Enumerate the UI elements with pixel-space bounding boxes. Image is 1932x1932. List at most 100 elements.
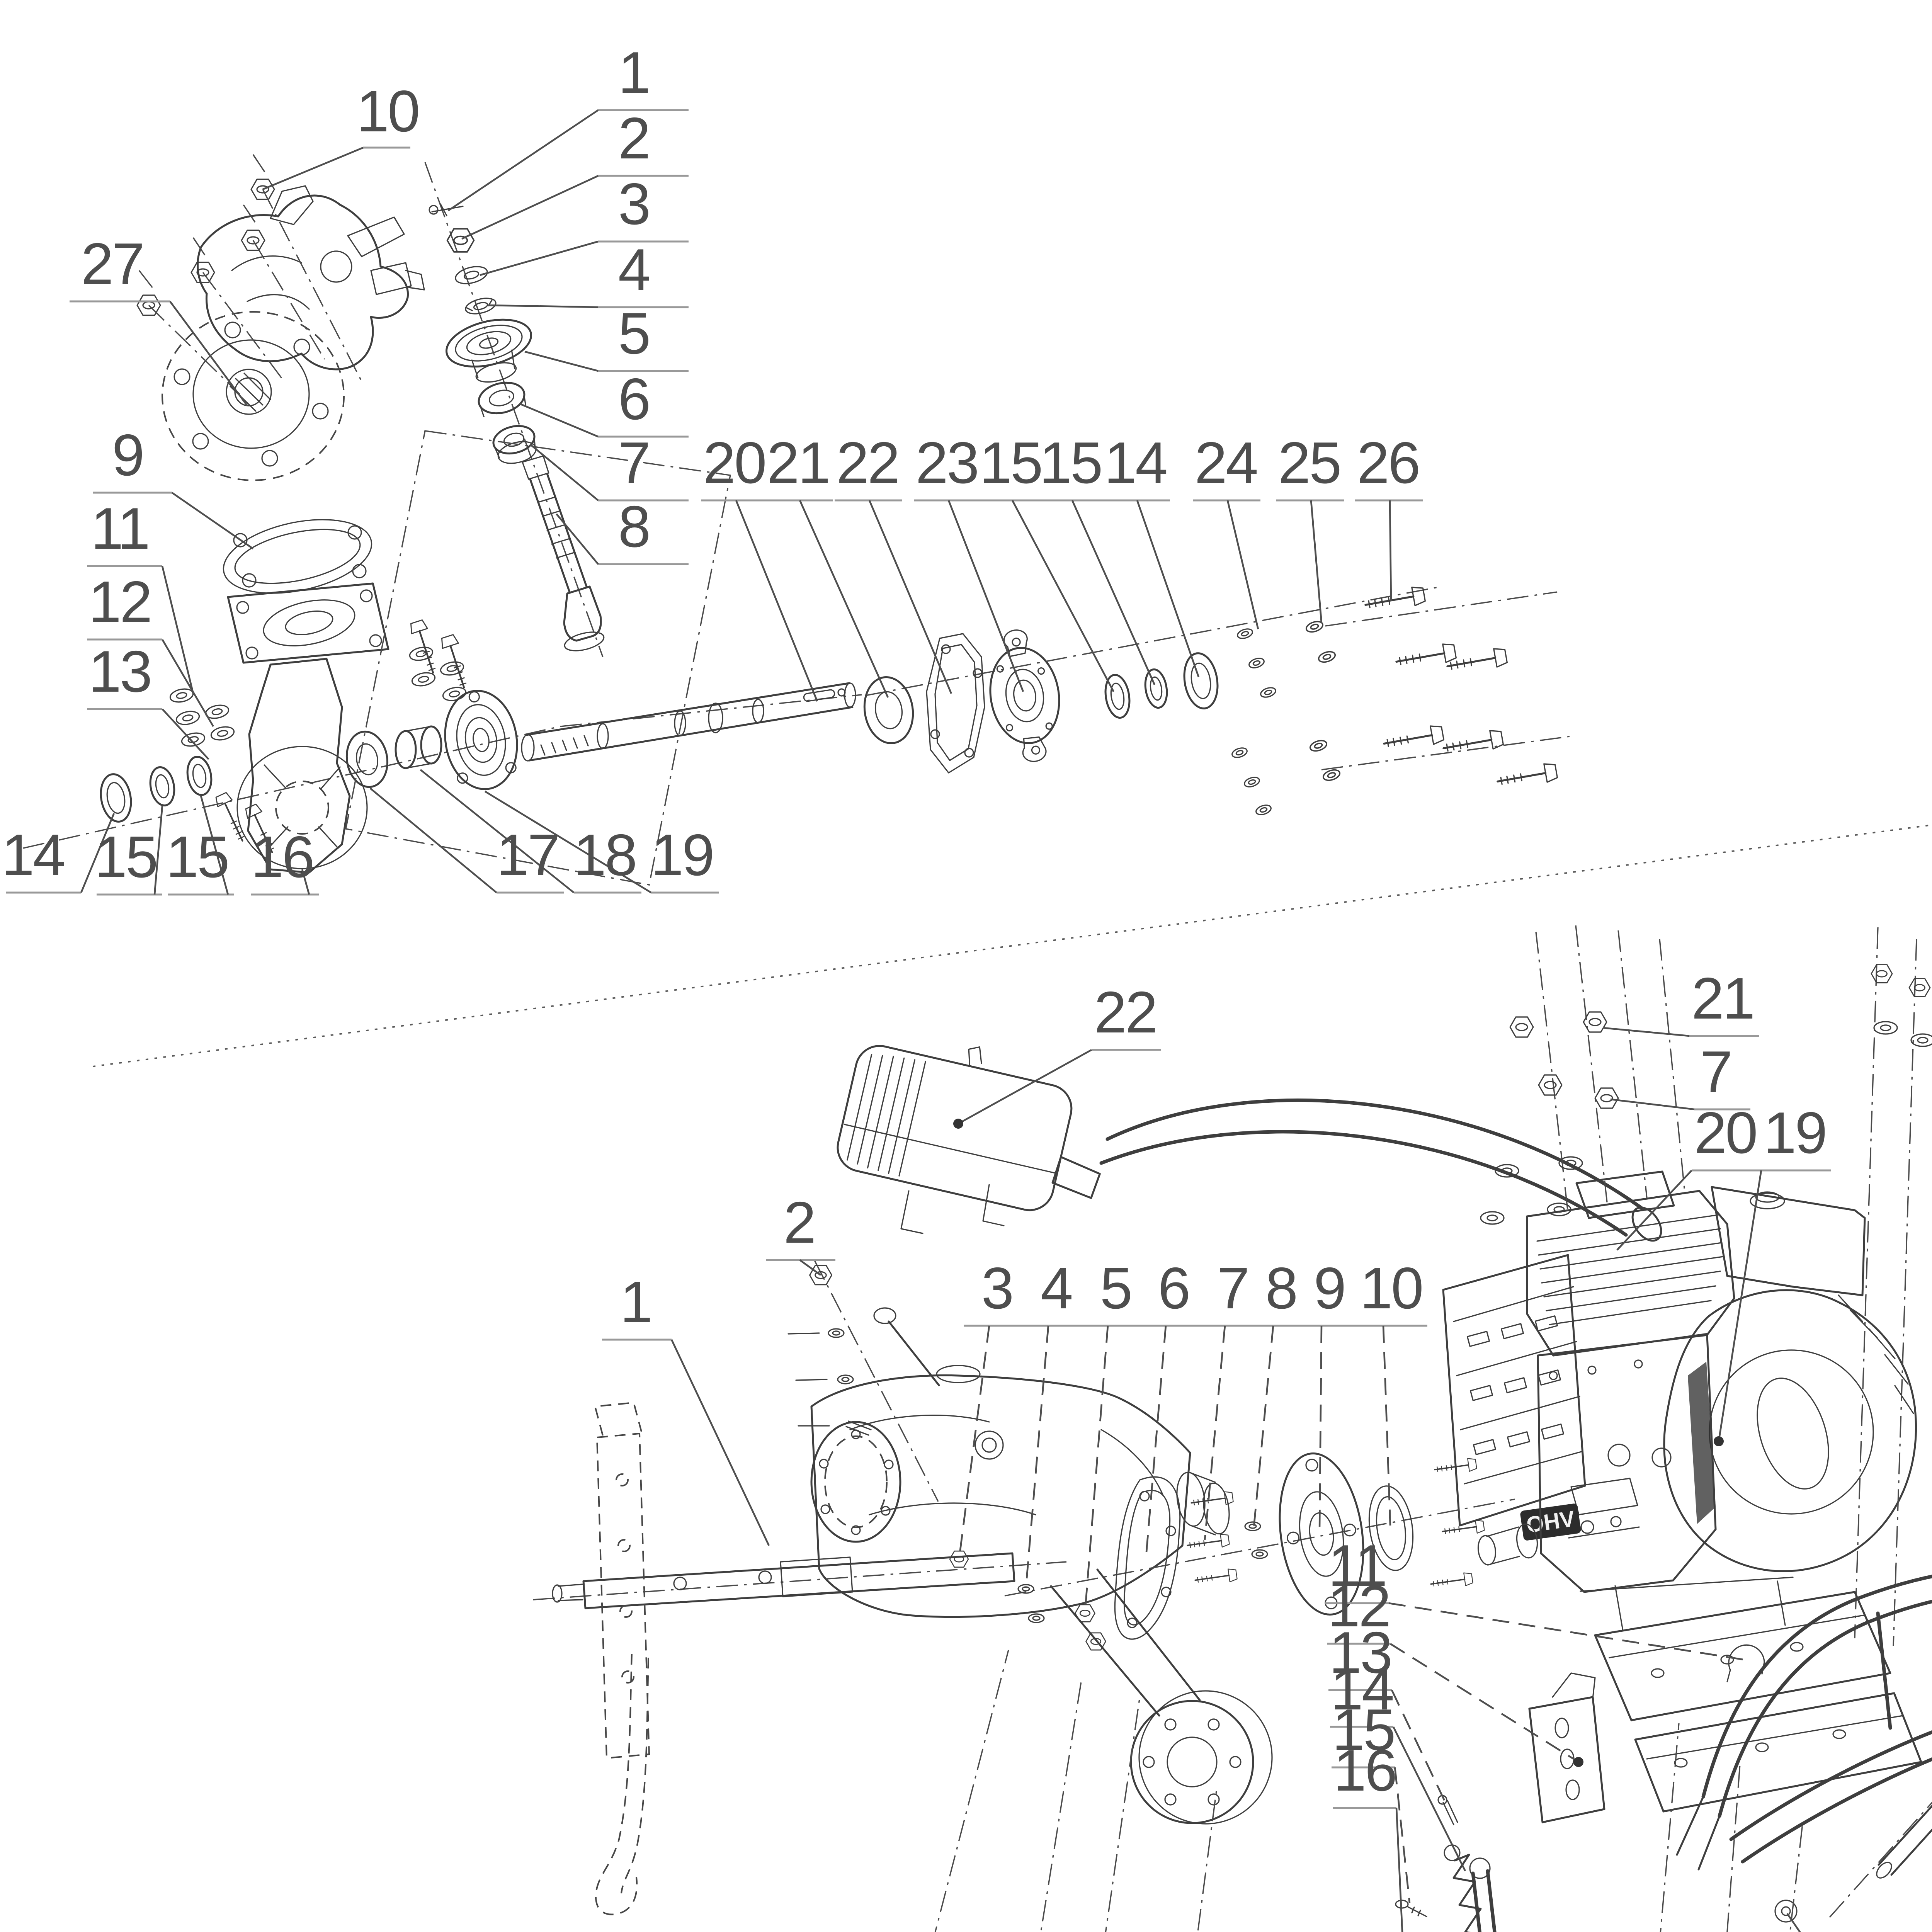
muffler [1442,1254,1586,1527]
pto-clutch-assembly [136,154,425,481]
leader-line [1392,1726,1466,1872]
cotter-pin [429,203,464,216]
callout-22: 22 [953,980,1161,1129]
part-number-label: 13 [1329,1620,1391,1685]
callout-15: 15 [978,430,1115,692]
callout-8: 8 [1248,1255,1313,1527]
part-number-label: 11 [1328,1533,1386,1599]
chain-case [1050,1568,1273,1825]
callout-2: 2 [766,1190,835,1276]
callout-11: 11 [1786,1913,1801,1932]
leader-line [200,796,229,895]
part-number-label: 9 [112,422,143,488]
callout-18: 18 [420,769,641,894]
callout-11: 11 [87,496,194,694]
callout-16: 16 [1333,1738,1403,1932]
air-filter [837,1045,1101,1234]
callout-14: 14 [1102,430,1200,677]
engine-mount-flange [1279,1452,1364,1616]
leader-line [524,350,599,372]
pulley-shaft-stack [424,162,605,657]
callout-9: 9 [93,422,254,549]
part-number-label: 7 [1700,1039,1731,1105]
part-number-label: 20 [703,430,765,496]
callout-5: 5 [524,301,689,372]
leader-line [1084,1325,1109,1612]
cotter-pin-small [1437,1795,1458,1825]
recoil-starter [1663,1289,1917,1572]
leader-line [1610,1098,1695,1111]
leader-line [947,500,1024,692]
part-number-label: 15 [166,824,228,890]
callout-23: 23 [914,430,1024,692]
fuel-tank [1711,1186,1866,1296]
part-number-label: 24 [1194,430,1257,496]
leader-line [1253,1325,1274,1527]
callout-4: 4 [1023,1255,1092,1588]
callout-7: 7 [529,430,689,502]
leader-line [1382,1325,1391,1526]
part-number-label: 14 [1330,1656,1393,1722]
part-number-label: 7 [1217,1255,1248,1321]
kidney-gasket [1114,1476,1181,1640]
callout-15: 15 [1332,1697,1411,1903]
cover-gasket [926,633,985,774]
part-number-label: 16 [251,824,313,890]
engine-mount-fasteners [1480,925,1932,1646]
callout-19: 19 [1714,1100,1831,1446]
part-number-label: 15 [1332,1697,1394,1763]
part-number-label: 6 [618,366,650,432]
part-number-label: 13 [88,639,151,704]
bearing-flange [989,629,1060,762]
leader-line [1071,500,1156,685]
output-housing-group [23,658,862,874]
frame-bracket [594,1401,650,1759]
part-number-label: 22 [836,430,898,496]
part-number-label: 7 [618,430,650,496]
part-number-label: 26 [1357,430,1419,496]
callout-15: 15 [94,805,163,896]
part-number-label: 10 [1360,1255,1422,1321]
leader-line [80,813,115,893]
part-number-label: 15 [1039,430,1101,496]
output-shaft [521,682,856,762]
callout-16: 16 [251,824,319,896]
intake-hose [1099,1099,1662,1242]
leader-line [162,639,214,727]
part-number-label: 8 [1265,1255,1297,1321]
part-number-label: 12 [1327,1573,1389,1639]
engine-mount-plates [1594,1591,1922,1813]
axle-beam [533,1552,1067,1609]
engine-output-shaft [1477,1523,1538,1566]
part-number-label: 15 [979,430,1041,496]
leader-line [1310,500,1323,623]
leader-line [1391,1690,1449,1809]
leader-line [1616,1170,1692,1251]
spring-and-stand [1395,1795,1497,1932]
callout-7: 7 [1610,1039,1750,1111]
ball-bearing [478,381,527,418]
lock-nut [446,228,475,253]
output-snout [1176,1471,1230,1536]
leader-line [487,304,599,308]
part-number-label: 15 [94,824,156,890]
callout-26: 26 [1355,430,1423,602]
part-number-label: 21 [1691,966,1753,1031]
callout-27: 27 [70,231,248,406]
leader-line [162,708,209,760]
callout-9: 9 [1296,1255,1362,1530]
leader-line [1318,1325,1323,1530]
leader-line [161,566,194,694]
part-number-label: 19 [1764,1100,1826,1166]
part-number-label: 25 [1278,430,1340,496]
leader-line [1394,1767,1411,1903]
leader-line [171,492,254,549]
part-number-label: 27 [81,231,143,297]
part-number-label: 1 [618,40,650,105]
leader-line [958,1325,990,1560]
transmission [533,1307,1273,1915]
part-number-label: 14 [2,822,64,888]
leader-line [1025,1325,1049,1588]
